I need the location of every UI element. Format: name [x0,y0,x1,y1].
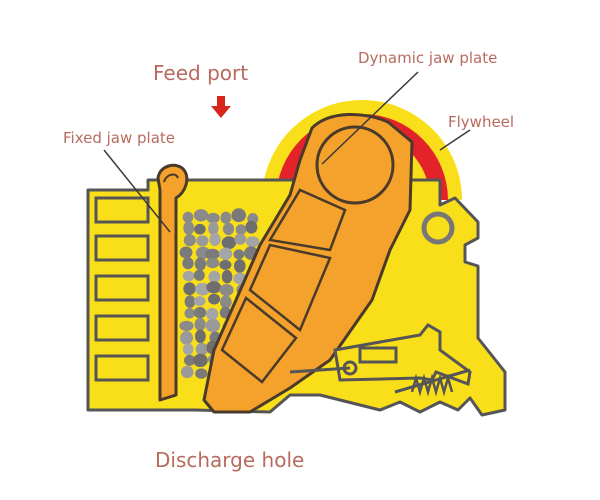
ore-stone [179,320,194,331]
tension-spring [410,373,454,397]
leader-dynamic-jaw [321,71,419,165]
leader-lines [103,71,471,233]
ore-stone [208,221,219,236]
ore-stone [183,221,195,236]
ore-stone [245,220,258,234]
ore-stone [195,368,208,379]
ore-stone [184,295,196,308]
feed-arrow [211,96,231,118]
dynamic-jaw-plate [202,113,414,414]
ore-stone [209,233,221,246]
ore-stone [194,223,206,235]
ring-bolt [421,211,455,245]
ore-stone [194,317,206,331]
label-discharge-hole: Discharge hole [155,448,304,472]
ore-stone [206,212,220,224]
ore-stone [194,257,207,271]
ore-stone [182,211,194,223]
ore-stone [183,234,196,247]
ore-stone [220,295,232,309]
ore-stone [219,259,232,270]
ore-stone [182,257,194,270]
ore-stone [183,282,196,296]
ore-stone [182,270,195,282]
label-feed-port: Feed port [153,61,248,85]
ore-stone [221,269,233,284]
ore-stone [193,269,205,281]
ore-stone [193,353,208,367]
ore-stone [184,308,195,319]
ore-stone [194,296,206,307]
ore-stone [205,248,220,260]
ore-stone [179,246,193,259]
ore-stone [222,222,235,236]
ore-stone [206,307,219,321]
ore-stone [220,211,232,224]
ore-stone [234,233,246,245]
ore-stone [208,270,221,283]
ore-stone [205,318,221,333]
ore-stone [180,365,194,379]
ore-stone [231,208,246,223]
ore-stone [196,235,209,247]
ore-stone [218,247,233,261]
ore-stone [195,282,211,296]
ore-stone [221,236,237,250]
leader-flywheel [439,129,471,151]
label-flywheel: Flywheel [448,113,514,131]
label-dynamic-jaw-plate: Dynamic jaw plate [358,49,497,67]
toggle-assembly [289,323,472,394]
ore-stone [234,259,246,273]
ore-stone [193,306,207,319]
ore-stone [233,249,245,260]
ore-stone [184,354,196,366]
ore-stone [208,293,221,305]
label-fixed-jaw-plate: Fixed jaw plate [63,129,175,147]
labels: Feed port Fixed jaw plate Dynamic jaw pl… [63,49,514,472]
ore-stone [193,209,209,222]
fixed-jaw-plate [156,163,189,402]
leader-fixed-jaw [103,149,171,233]
ore-stone [219,284,234,296]
ore-stone [180,331,193,345]
ore-stone [195,329,206,344]
ore-stone [235,224,247,236]
ore-stone [245,236,260,248]
ore-stone [182,343,194,356]
ore-stone [206,281,222,294]
ore-stone [195,342,209,356]
eccentric-shaft [315,125,395,205]
ore-stone [206,257,220,269]
